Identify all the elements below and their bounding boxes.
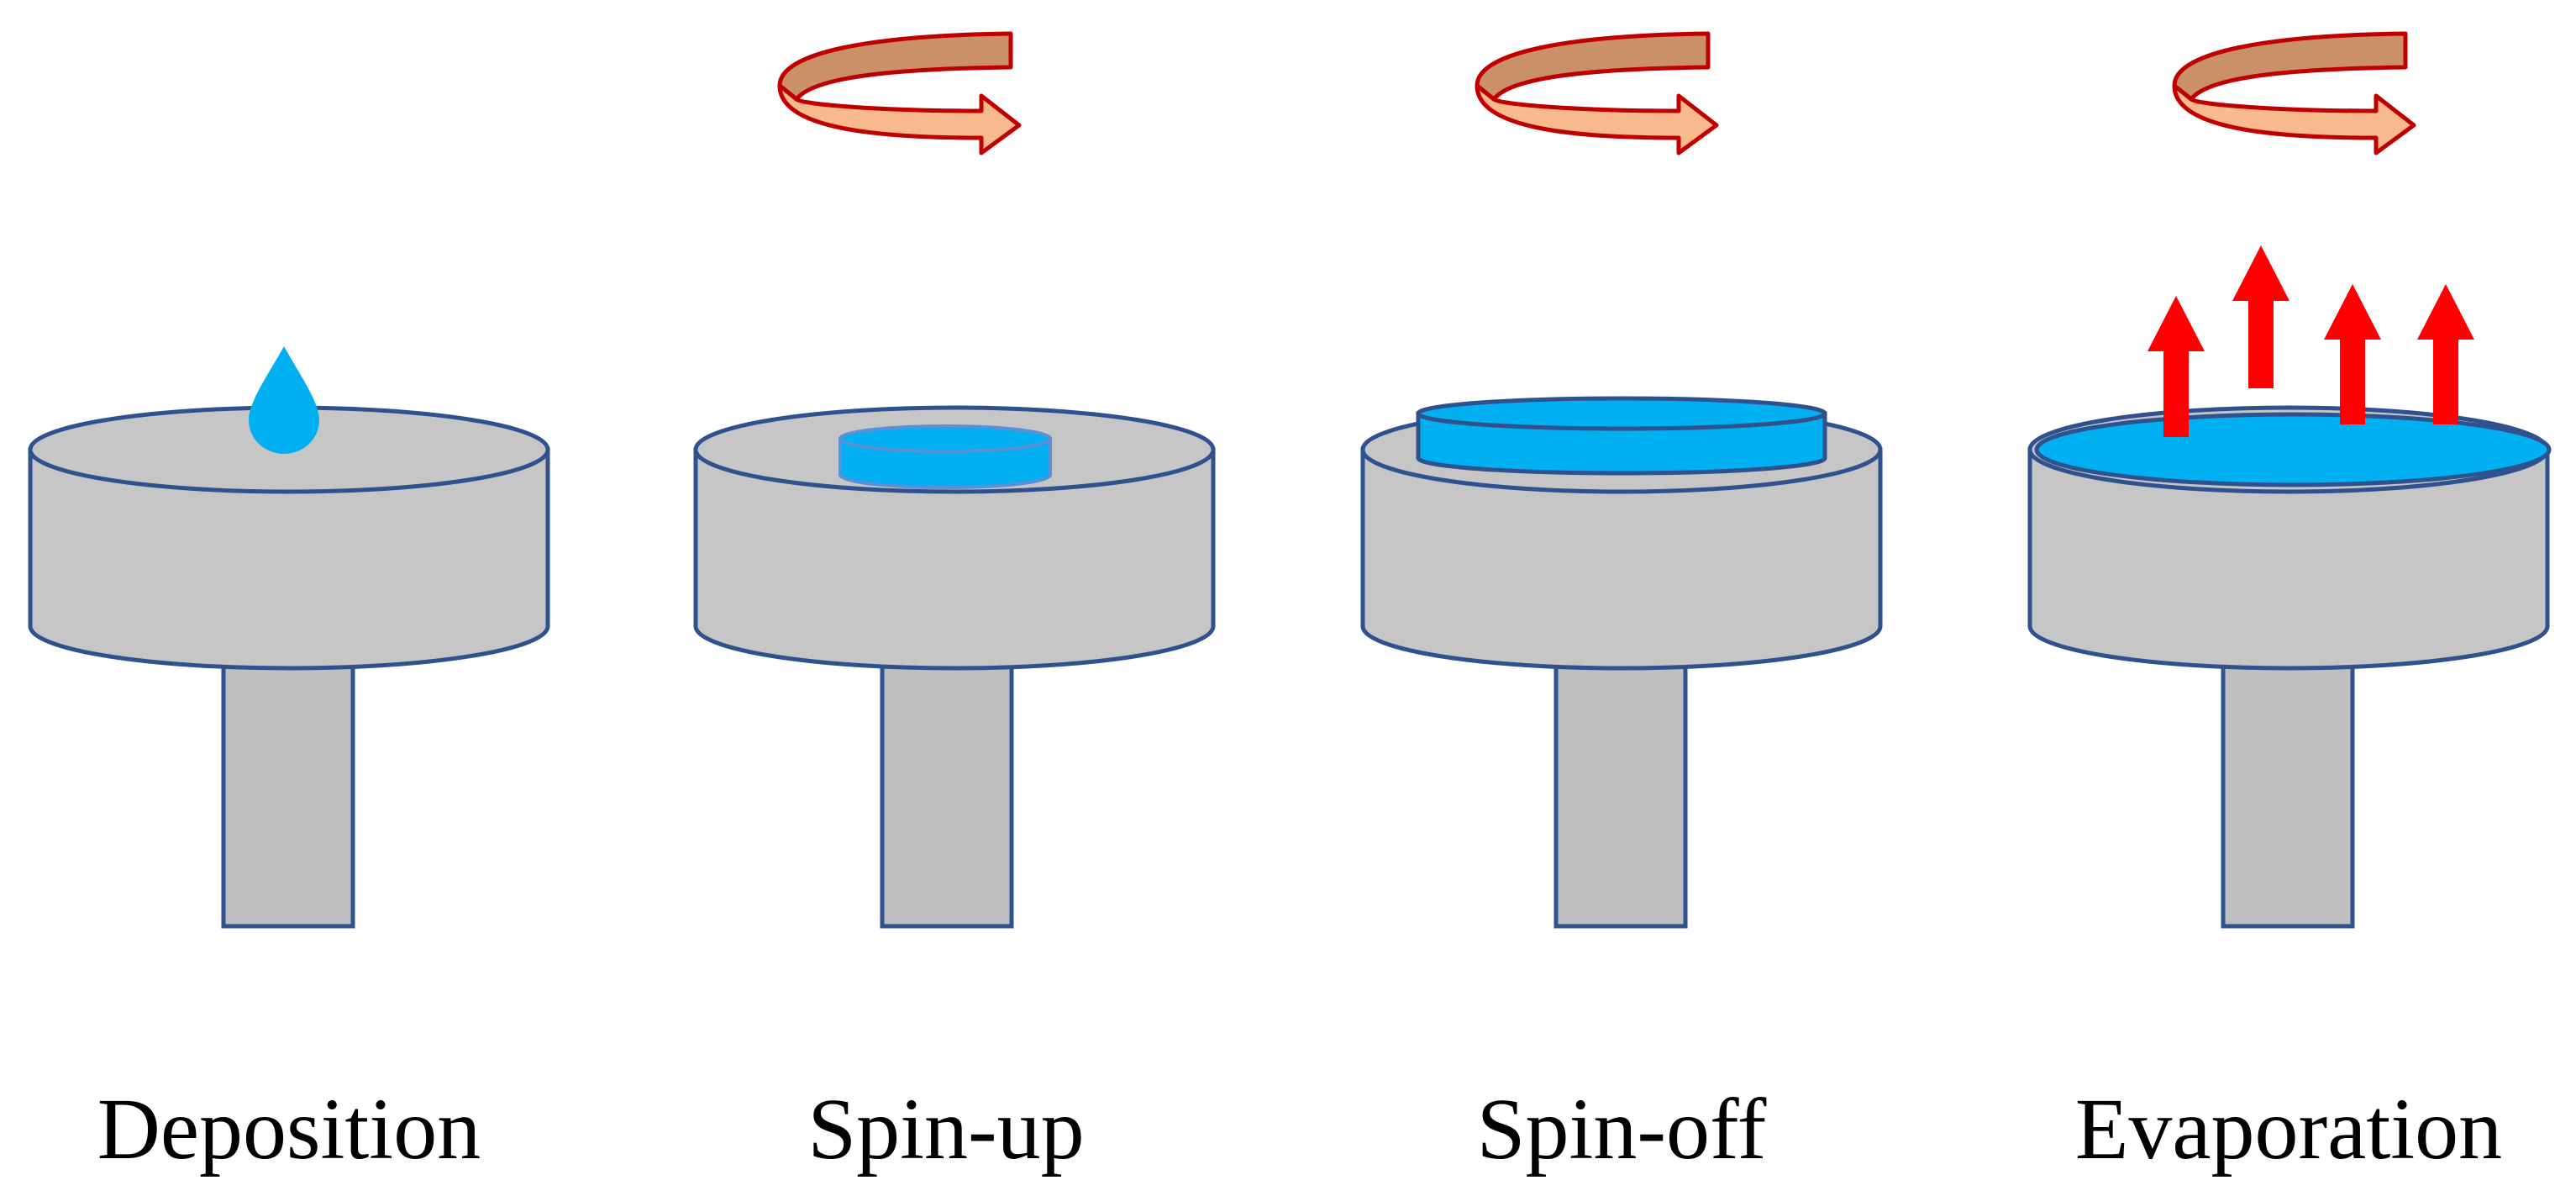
stage-label-deposition: Deposition bbox=[97, 1081, 481, 1178]
fluid-film-thin bbox=[2034, 412, 2552, 487]
stage-spin-up: Spin-up bbox=[693, 34, 1216, 1178]
up-arrow-icon bbox=[2324, 284, 2381, 424]
stage-label-spin-off: Spin-off bbox=[1477, 1081, 1767, 1178]
chuck-shaft bbox=[221, 661, 355, 929]
up-arrow-icon bbox=[2232, 245, 2289, 388]
stage-spin-off: Spin-off bbox=[1360, 34, 1883, 1178]
stage-label-evaporation: Evaporation bbox=[2075, 1081, 2502, 1178]
fluid-puddle-top bbox=[839, 424, 1052, 453]
chuck-body bbox=[693, 447, 1216, 671]
droplet-icon bbox=[249, 346, 319, 454]
curved-rotation-arrow-icon bbox=[1477, 34, 1716, 153]
chuck-shaft bbox=[2221, 661, 2355, 929]
up-arrow-icon bbox=[2148, 296, 2205, 437]
fluid-film-top bbox=[1416, 396, 1827, 431]
curved-rotation-arrow-icon bbox=[2174, 34, 2414, 153]
chuck-shaft bbox=[880, 661, 1014, 929]
chuck-body bbox=[28, 447, 550, 671]
stage-evaporation: Evaporation bbox=[2027, 34, 2552, 1178]
up-arrow-icon bbox=[2417, 284, 2474, 424]
chuck-body bbox=[2027, 447, 2550, 671]
stage-label-spin-up: Spin-up bbox=[807, 1081, 1084, 1178]
curved-rotation-arrow-icon bbox=[780, 34, 1019, 153]
chuck-body bbox=[1360, 447, 1883, 671]
chuck-shaft bbox=[1553, 661, 1688, 929]
stage-deposition: Deposition bbox=[28, 346, 550, 1178]
